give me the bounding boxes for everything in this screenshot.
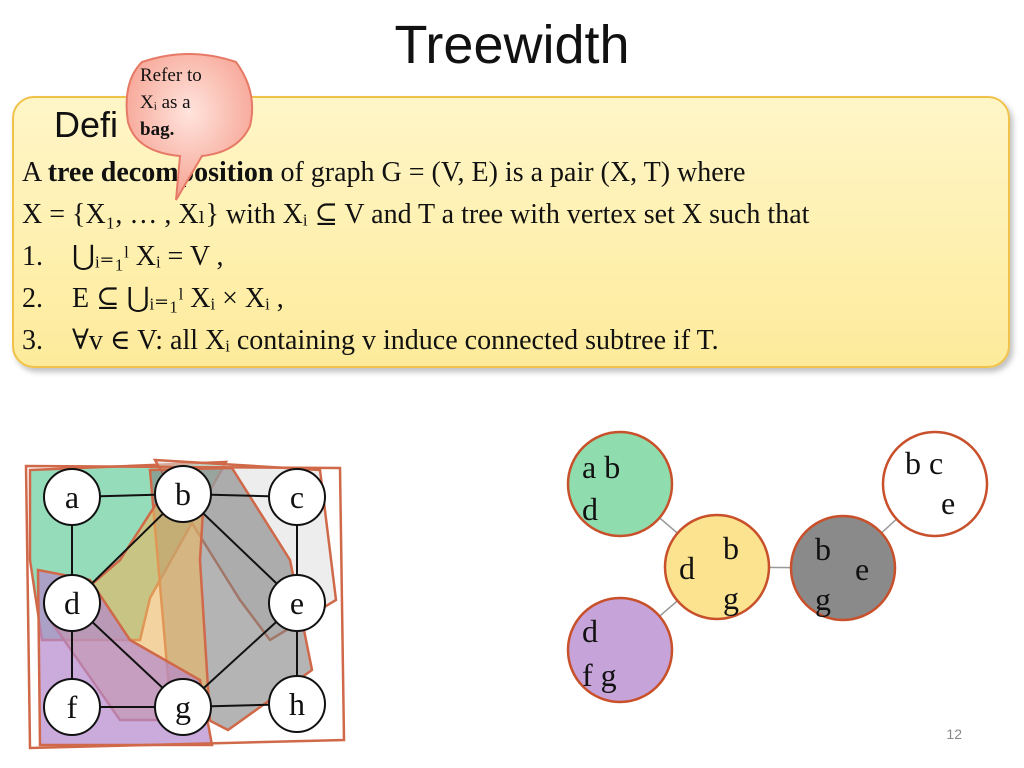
svg-text:b c: b c (905, 445, 943, 481)
svg-text:e: e (855, 551, 869, 587)
bag-region-outline (24, 464, 346, 750)
slide-title: Treewidth (394, 15, 630, 75)
graph-node-f: f (43, 678, 101, 736)
definition-body: A tree decomposition of graph G = (V, E)… (22, 152, 1007, 362)
svg-text:d: d (679, 550, 695, 586)
condition-2: 2.E ⊆ ⋃ᵢ₌₁ˡ Xᵢ × Xᵢ , (22, 283, 284, 314)
condition-3: 3.∀v ∈ V: all Xᵢ containing v induce con… (22, 325, 719, 356)
callout-text: Refer to Xᵢ as a bag. (140, 65, 202, 140)
graph-nodes: a b c d e f g h (43, 465, 326, 736)
tree-bag-bge: beg (789, 514, 897, 622)
graph-edge-e-g (182, 602, 298, 708)
graph-node-e: e (268, 574, 326, 632)
svg-text:b: b (815, 531, 831, 567)
graph-edges (71, 493, 298, 708)
svg-text:f: f (67, 689, 78, 725)
tree-bag-abd: a b d (566, 430, 674, 538)
graph-node-b: b (154, 465, 212, 523)
graph-edge-g-h (182, 703, 298, 708)
graph-edge-a-b (71, 493, 184, 498)
svg-text:d: d (582, 613, 598, 649)
svg-text:g: g (175, 689, 191, 725)
tree-edge-bdg-bge (716, 566, 844, 569)
definition-line-2: X = {X₁, … , Xₗ} with Xᵢ ⊆ V and T a tre… (22, 199, 810, 230)
definition-line-1: A tree decomposition of graph G = (V, E)… (22, 157, 746, 188)
svg-text:g: g (815, 581, 831, 617)
tree-edge-abd-bdg (619, 483, 718, 568)
graph-node-c: c (268, 468, 326, 526)
svg-text:c: c (290, 479, 304, 515)
bag-regions (24, 458, 346, 750)
page-number: 12 (946, 726, 962, 742)
term-tree-decomposition: tree decomposition (47, 157, 274, 188)
svg-text:b: b (723, 530, 739, 566)
callout-bubble (125, 53, 254, 201)
tree-edges (619, 483, 936, 651)
svg-text:e: e (290, 585, 304, 621)
graph-edge-b-c (182, 493, 298, 498)
graph-node-a: a (43, 468, 101, 526)
condition-1: 1.⋃ᵢ₌₁ˡ Xᵢ = V , (22, 241, 224, 272)
bag-region-bdg (48, 468, 212, 722)
svg-text:g: g (723, 580, 739, 616)
svg-text:d: d (582, 491, 598, 527)
bag-region-dfg (36, 568, 214, 747)
graph-edge-b-d (71, 493, 184, 604)
graph-node-h: h (268, 675, 326, 733)
svg-text:b: b (175, 476, 191, 512)
tree-edge-dfg-bdg (619, 566, 718, 651)
svg-text:a: a (65, 479, 79, 515)
bag-region-bce (152, 458, 338, 642)
graph-edge-d-g (71, 602, 184, 708)
svg-text:a b: a b (582, 449, 620, 485)
tree-edge-bge-bce (842, 483, 936, 569)
definition-heading: Defi (54, 104, 119, 145)
graph-edge-b-e (182, 493, 298, 604)
tree-bag-bdg: bdg (663, 513, 771, 621)
svg-text:d: d (64, 585, 80, 621)
bag-region-bge (148, 466, 314, 732)
tree-bag-dfg: d f g (566, 596, 674, 704)
tree-bag-bce: b c e (881, 430, 989, 538)
graph-node-g: g (154, 678, 212, 736)
svg-text:e: e (941, 485, 955, 521)
bag-region-abd (28, 460, 229, 642)
graph-node-d: d (43, 574, 101, 632)
svg-text:h: h (289, 686, 305, 722)
svg-text:f g: f g (582, 657, 617, 693)
